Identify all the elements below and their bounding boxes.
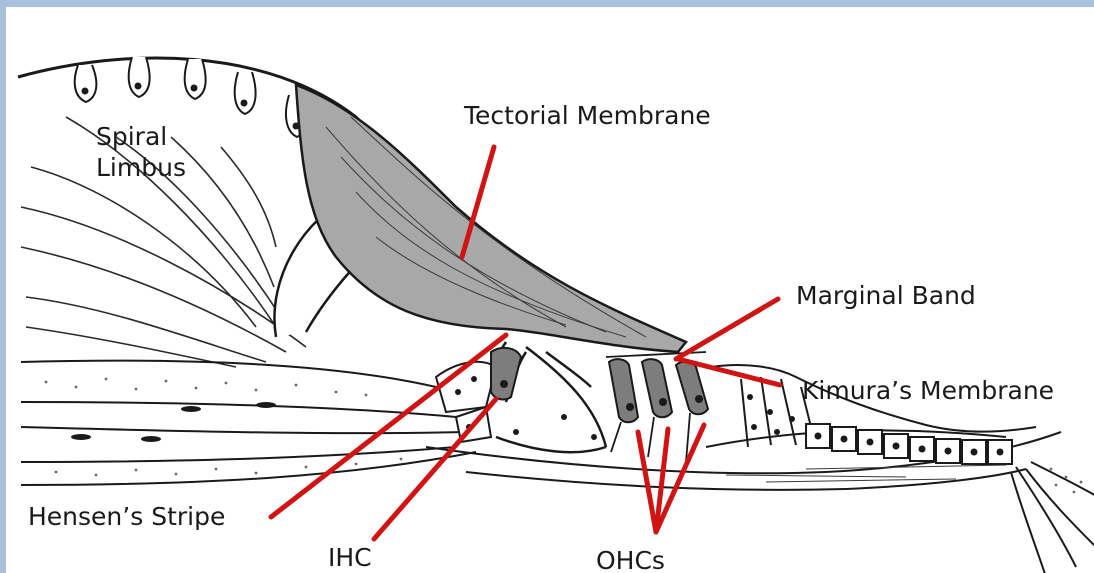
- pointer-marginal-band: [676, 299, 778, 359]
- ohc-cells: [609, 359, 708, 422]
- ihc-nucleus: [500, 380, 508, 388]
- label-tectorial-membrane: Tectorial Membrane: [464, 103, 711, 128]
- ihc-cell: [491, 348, 521, 400]
- fiber-nuclei: [71, 402, 276, 442]
- label-marginal-band: Marginal Band: [796, 283, 976, 308]
- label-ihc: IHC: [328, 545, 372, 570]
- label-spiral-limbus: Spiral Limbus: [96, 121, 216, 184]
- basilar-layers: [21, 361, 476, 485]
- pointer-ohc-1: [638, 432, 656, 532]
- hensen-nuclei: [747, 394, 795, 435]
- label-ohcs: OHCs: [596, 548, 665, 573]
- label-kimuras-membrane: Kimura’s Membrane: [802, 378, 1054, 403]
- label-hensens-stripe: Hensen’s Stripe: [28, 504, 225, 529]
- spiral-ligament: [1011, 462, 1094, 573]
